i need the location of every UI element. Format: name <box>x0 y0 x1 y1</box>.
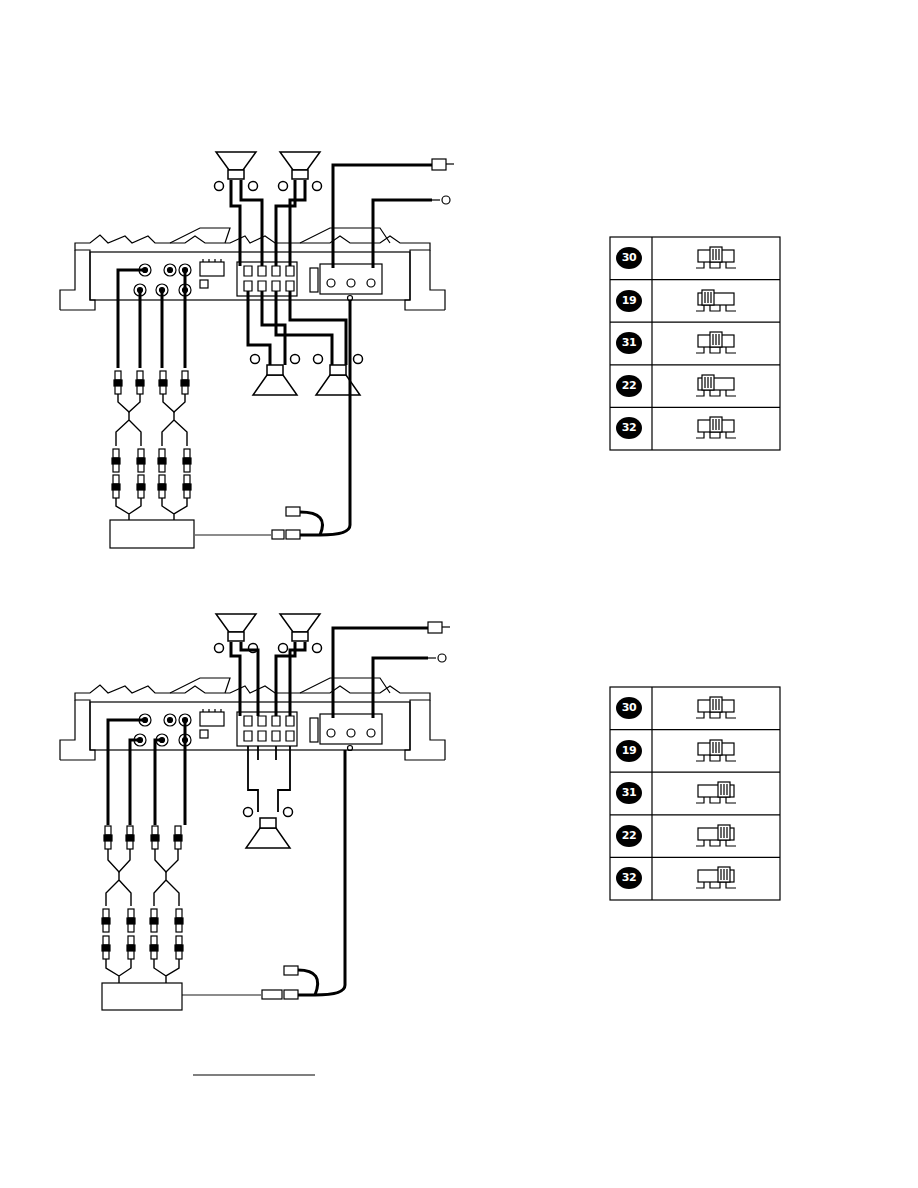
callout-number: 22 <box>616 375 642 397</box>
callout-number: 19 <box>616 290 642 312</box>
callout-number: 32 <box>616 417 642 439</box>
callout-number: 30 <box>616 697 642 719</box>
callout-number: 22 <box>616 825 642 847</box>
callout-number: 31 <box>616 782 642 804</box>
callout-number: 32 <box>616 867 642 889</box>
callout-number: 30 <box>616 247 642 269</box>
callout-number: 19 <box>616 740 642 762</box>
callout-number: 31 <box>616 332 642 354</box>
